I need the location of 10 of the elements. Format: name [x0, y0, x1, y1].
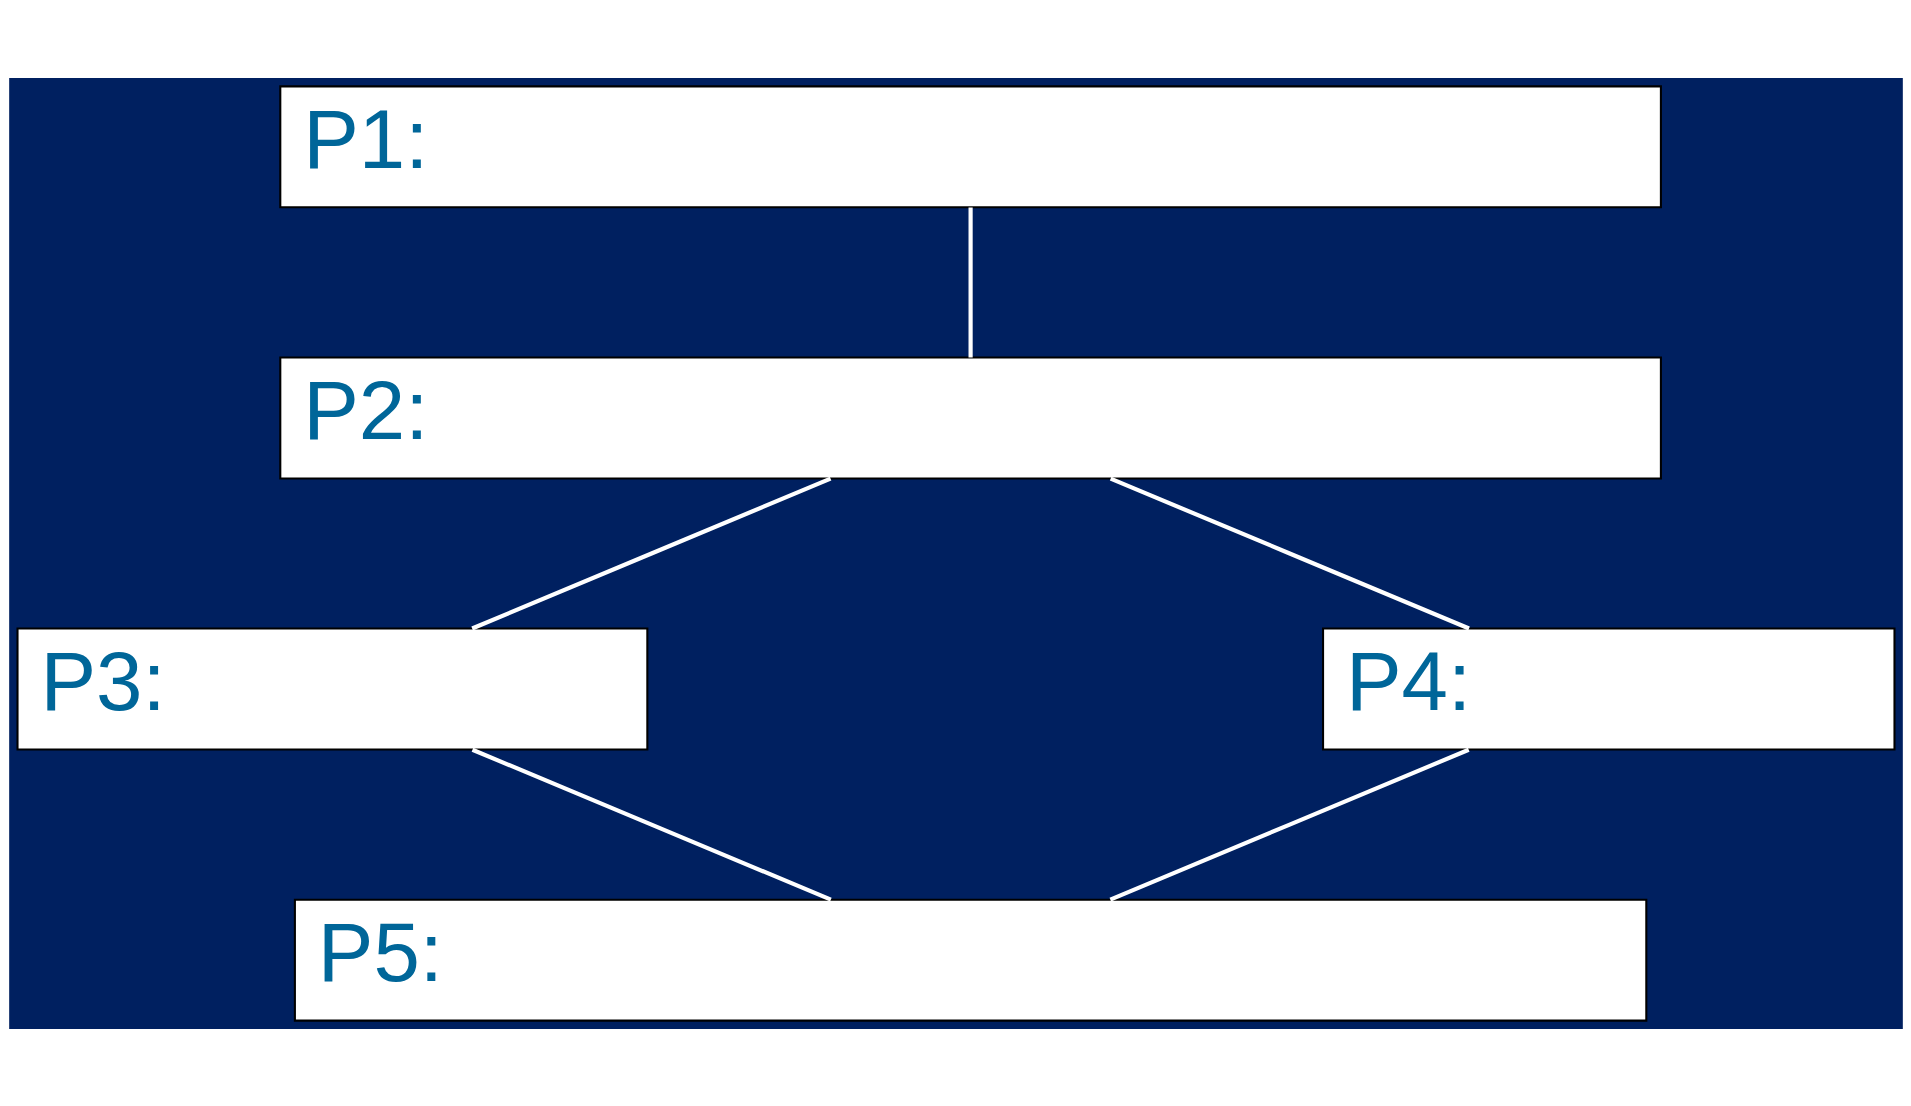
connector [968, 207, 973, 357]
node-box: P3: [15, 627, 648, 751]
connector [470, 476, 831, 630]
connector [1109, 747, 1470, 902]
connector [471, 747, 832, 902]
node-box: P1: [278, 84, 1662, 208]
connector [1109, 476, 1470, 630]
node-box: P5: [293, 898, 1647, 1022]
node-box: P4: [1321, 627, 1896, 751]
node-box: P2: [278, 355, 1662, 479]
